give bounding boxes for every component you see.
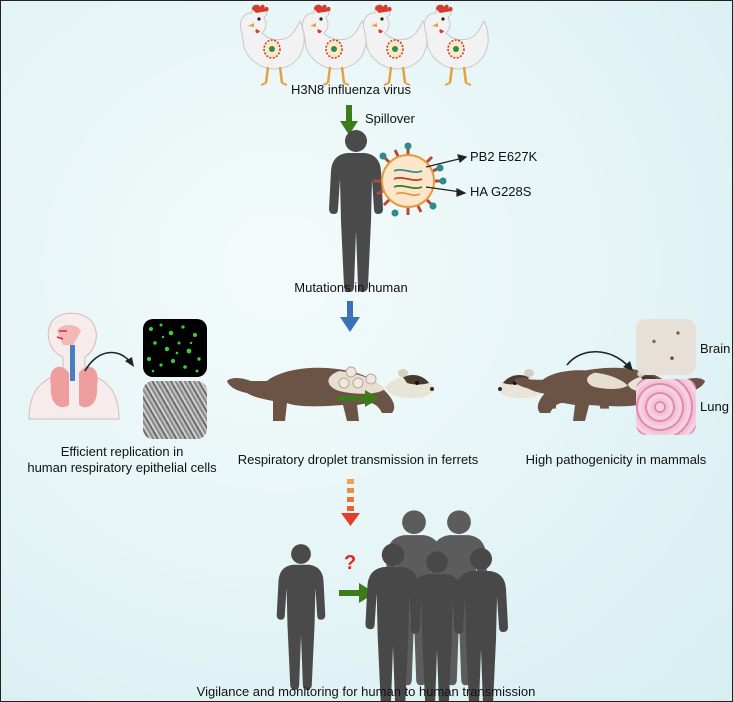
virus-icon (374, 142, 447, 217)
mutation-pointer-arrows (425, 154, 468, 197)
human-transmission-arrow (339, 583, 375, 603)
lung-tissue-micrograph (636, 379, 696, 435)
question-mark: ? (344, 552, 357, 574)
person-icon (329, 130, 383, 292)
lung-label: Lung (700, 399, 729, 414)
curved-arrow-icon (566, 351, 630, 368)
dashed-arrow (341, 479, 360, 526)
person-icon (276, 544, 326, 690)
brain-label: Brain (700, 341, 731, 356)
chicken-icon (239, 3, 306, 87)
mutations-in-human-label: Mutations in human (294, 280, 408, 295)
mutation-label-pb2: PB2 E627K (470, 149, 538, 164)
replication-label-line1: Efficient replication in (60, 444, 184, 459)
brain-tissue-micrograph (636, 319, 696, 375)
droplet-icons (338, 366, 377, 389)
virus-label: H3N8 influenza virus (291, 82, 411, 97)
vigilance-label: Vigilance and monitoring for human to hu… (196, 684, 536, 699)
down-arrow (340, 301, 360, 332)
fluorescence-micrograph (143, 319, 207, 377)
replication-label-line2: human respiratory epithelial cells (27, 460, 217, 475)
chicken-icon (362, 3, 429, 87)
chicken-icon (301, 3, 368, 87)
chicken-icon (423, 3, 490, 87)
curved-arrow-icon (84, 351, 132, 372)
ferret-icon (227, 367, 434, 421)
lungs-icon (28, 312, 120, 420)
mutation-label-ha: HA G228S (470, 184, 532, 199)
fluorescence-dots (147, 323, 201, 373)
droplet-transmission-label: Respiratory droplet transmission in ferr… (237, 452, 479, 467)
transmission-arrow (337, 390, 379, 407)
electron-micrograph (143, 381, 207, 439)
crowd-icon (365, 510, 508, 701)
arrowhead-icon (623, 361, 633, 371)
spillover-arrow (340, 105, 358, 135)
arrowhead-icon (125, 357, 134, 367)
spillover-label: Spillover (365, 111, 415, 126)
pathogenicity-label: High pathogenicity in mammals (525, 452, 707, 467)
